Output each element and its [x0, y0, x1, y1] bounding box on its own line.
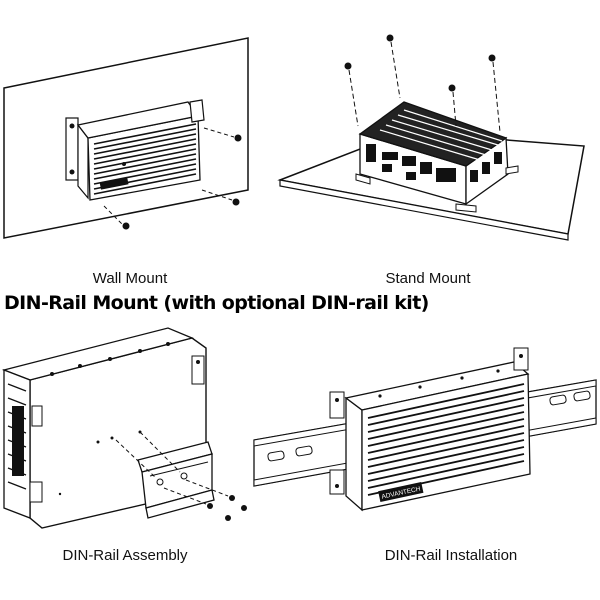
- stand-screws: [344, 34, 496, 92]
- wall-mount-caption: Wall Mount: [92, 270, 168, 287]
- din-rail-section-heading: DIN-Rail Mount (with optional DIN-rail k…: [4, 292, 429, 314]
- install-box-fins: [367, 383, 525, 496]
- assembly-screws: [207, 495, 247, 521]
- stand-box-ports: [366, 144, 456, 182]
- stand-mount-illustration: [270, 28, 600, 243]
- din-rail-assembly-caption: DIN-Rail Assembly: [62, 547, 188, 564]
- wall-screws: [122, 134, 242, 230]
- install-box-front: [345, 396, 363, 512]
- din-rail-assembly-illustration: [0, 322, 270, 532]
- din-clip: [137, 441, 215, 519]
- stand-mount-caption: Stand Mount: [385, 270, 471, 287]
- din-rail-installation-illustration: ADVANTECH: [250, 340, 600, 520]
- wall-mount-illustration: [0, 30, 260, 245]
- install-box-side: [361, 373, 531, 511]
- wall-box-fins: [93, 123, 197, 195]
- din-rail-installation-caption: DIN-Rail Installation: [384, 547, 518, 564]
